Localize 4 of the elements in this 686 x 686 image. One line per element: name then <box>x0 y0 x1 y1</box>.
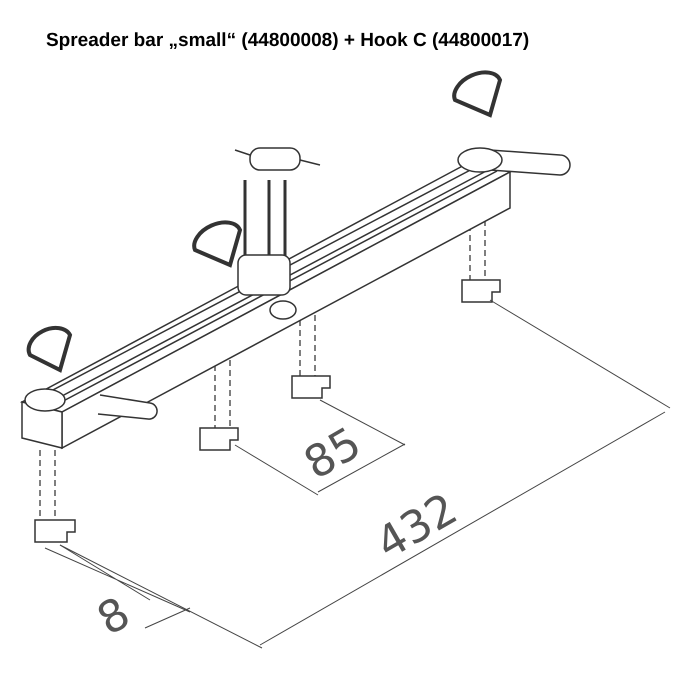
diagram-title: Spreader bar „small“ (44800008) + Hook C (44800017) <box>46 30 530 52</box>
dimension-value: 432 <box>370 486 464 568</box>
dimension-value: 8 <box>90 590 138 644</box>
dimension-value: 85 <box>298 420 368 488</box>
